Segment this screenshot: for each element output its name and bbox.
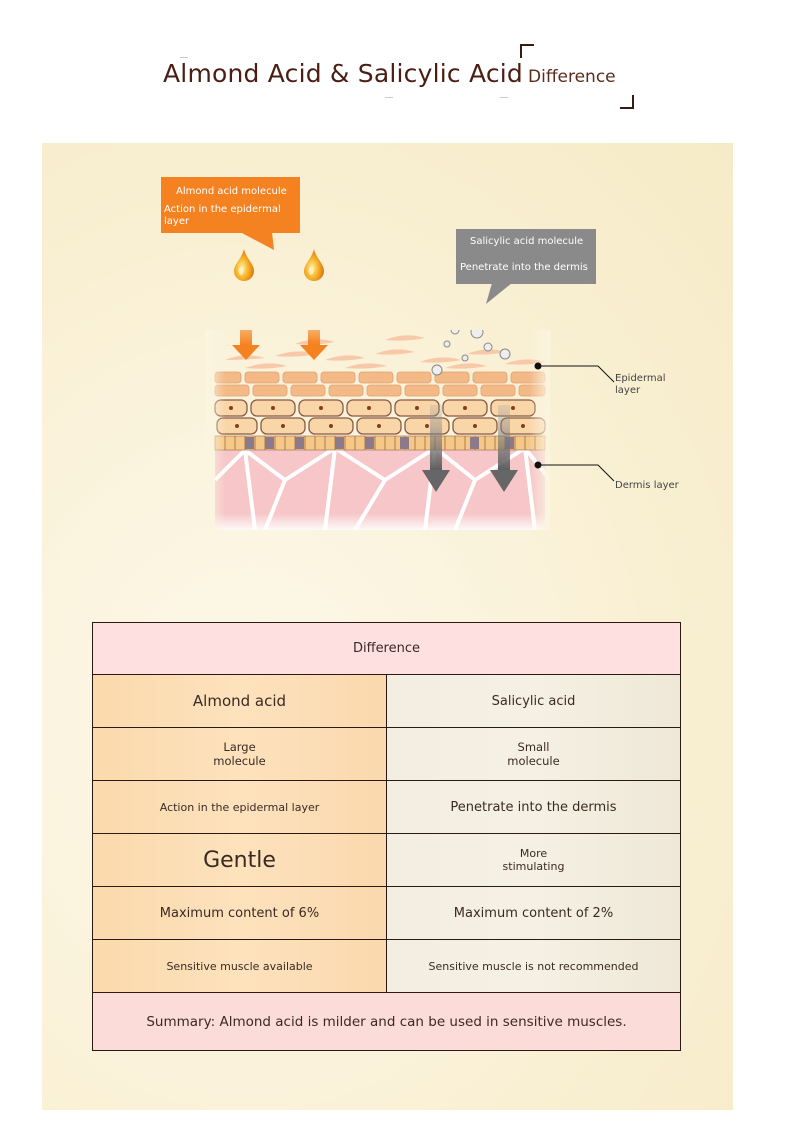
almond-cell: Large molecule — [92, 727, 387, 781]
salicylic-callout-title: Salicylic acid molecule — [470, 236, 584, 247]
oil-drop-icon — [304, 249, 324, 281]
salicylic-cell: More stimulating — [386, 833, 681, 887]
salicylic-cell: Sensitive muscle is not recommended — [386, 939, 681, 993]
almond-callout-text: Action in the epidermal layer — [164, 204, 281, 227]
page-header: Almond Acid & Salicylic Acid Difference — [0, 40, 790, 120]
skin-layers-illustration — [205, 330, 550, 530]
almond-cell: Gentle — [92, 833, 387, 887]
epidermal-layer-label: Epidermal layer — [615, 373, 666, 396]
almond-cell: Sensitive muscle available — [92, 939, 387, 993]
salicylic-cell-text: Small molecule — [507, 740, 560, 768]
table-header-row: Difference — [92, 622, 681, 675]
salicylic-cell: Penetrate into the dermis — [386, 780, 681, 834]
table-row: Sensitive muscle available Sensitive mus… — [92, 939, 681, 993]
almond-cell-text: Large molecule — [213, 740, 266, 768]
comparison-table: Difference Almond acid Salicylic acid La… — [92, 622, 681, 1051]
almond-molecule-callout: Almond acid molecule Action in the epide… — [161, 177, 300, 233]
summary-text: Summary: Almond acid is milder and can b… — [92, 992, 681, 1051]
salicylic-cell: Maximum content of 2% — [386, 886, 681, 940]
page-title: Almond Acid & Salicylic Acid — [163, 59, 523, 88]
decorative-dash — [500, 97, 508, 98]
salicylic-cell: Small molecule — [386, 727, 681, 781]
dermis-layer-label: Dermis layer — [615, 480, 679, 491]
table-row: Action in the epidermal layer Penetrate … — [92, 780, 681, 834]
almond-callout-title: Almond acid molecule — [176, 186, 287, 197]
corner-bracket-bottom-right — [620, 95, 634, 109]
page-subtitle: Difference — [528, 67, 616, 87]
table-header: Difference — [92, 622, 681, 675]
corner-bracket-top-left — [520, 44, 534, 58]
column-header-salicylic: Salicylic acid — [386, 674, 681, 728]
summary-row: Summary: Almond acid is milder and can b… — [92, 992, 681, 1051]
salicylic-callout-tail — [486, 283, 512, 304]
salicylic-callout-text: Penetrate into the dermis — [460, 262, 588, 273]
almond-cell: Maximum content of 6% — [92, 886, 387, 940]
almond-callout-tail — [240, 232, 274, 250]
decorative-dash — [180, 57, 188, 58]
column-header-row: Almond acid Salicylic acid — [92, 674, 681, 728]
oil-drop-icon — [234, 249, 254, 281]
layer-pointer-lines — [534, 362, 615, 482]
salicylic-cell-text: More stimulating — [502, 847, 565, 873]
column-header-almond: Almond acid — [92, 674, 387, 728]
decorative-dash — [385, 97, 393, 98]
almond-cell: Action in the epidermal layer — [92, 780, 387, 834]
table-row: Large molecule Small molecule — [92, 727, 681, 781]
salicylic-molecule-callout: Salicylic acid molecule Penetrate into t… — [456, 229, 596, 284]
table-row: Maximum content of 6% Maximum content of… — [92, 886, 681, 940]
table-row: Gentle More stimulating — [92, 833, 681, 887]
